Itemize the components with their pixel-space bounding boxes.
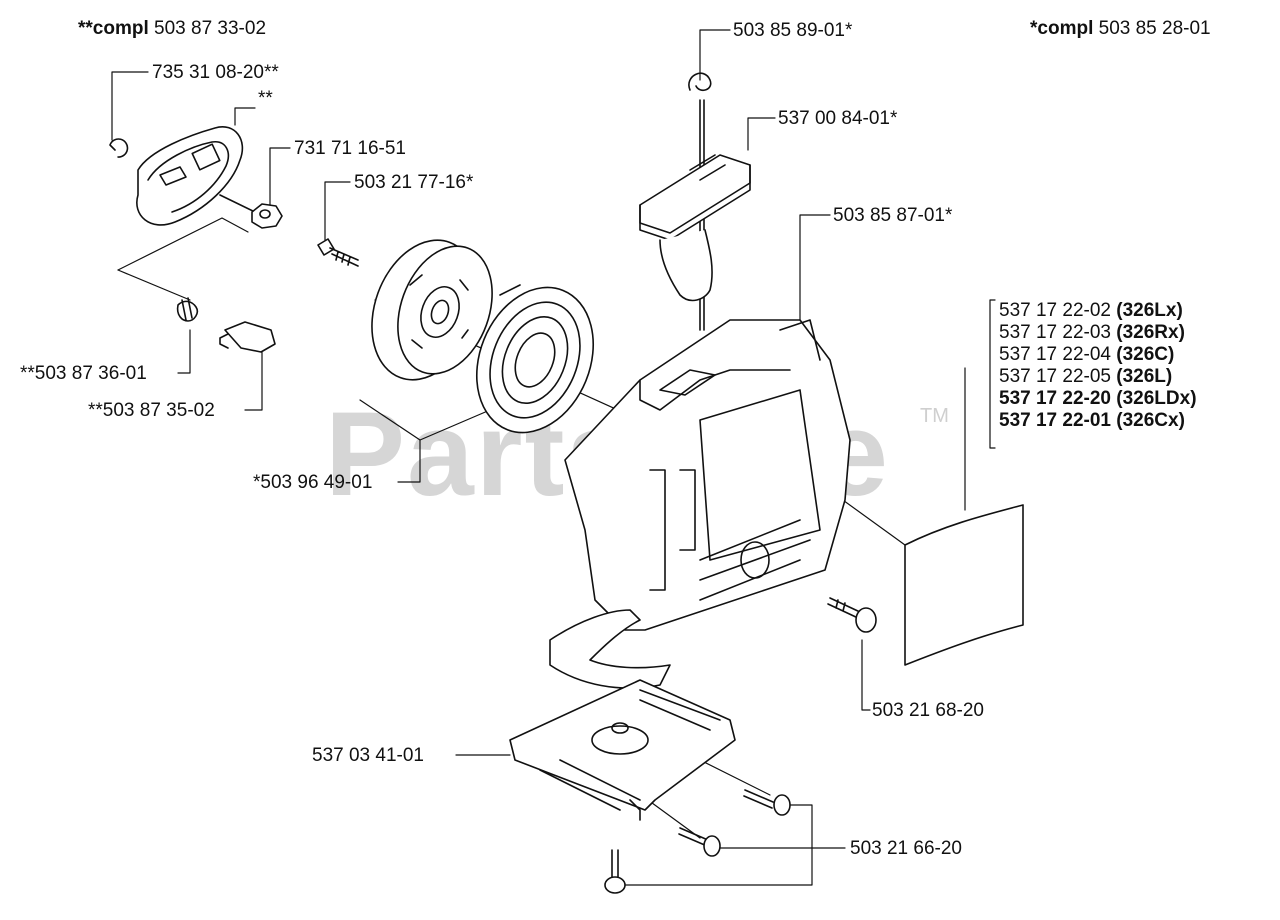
watermark-trademark: TM	[920, 405, 949, 427]
compl-right-label: *compl 503 85 28-01	[1030, 18, 1211, 40]
compl-right-number: 503 85 28-01	[1098, 18, 1211, 39]
part-label-nut[interactable]: 731 71 16-51	[294, 138, 406, 159]
base-plate-shape	[509, 679, 736, 821]
compl-left-label: **compl 503 87 33-02	[78, 18, 266, 40]
compl-left-prefix: **compl	[78, 18, 149, 39]
base-screws-shape	[604, 789, 791, 894]
decal-shape	[904, 504, 1024, 666]
decal-variant-3[interactable]: 537 17 22-04 (326C)	[999, 344, 1175, 365]
starter-handle-shape	[639, 154, 751, 302]
starter-housing-shape	[549, 319, 851, 689]
part-label-pulley-assembly[interactable]: *503 96 49-01	[253, 472, 373, 493]
pawl-spring-shape	[176, 297, 199, 322]
decal-variant-5[interactable]: 537 17 22-20 (326LDx)	[999, 388, 1197, 409]
recoil-spring-shape	[475, 284, 595, 434]
decal-variant-1[interactable]: 537 17 22-02 (326Lx)	[999, 300, 1183, 321]
decal-variant-4[interactable]: 537 17 22-05 (326L)	[999, 366, 1173, 387]
decal-variant-6[interactable]: 537 17 22-01 (326Cx)	[999, 410, 1185, 431]
part-label-pawl[interactable]: **503 87 35-02	[88, 400, 215, 421]
screw-shape	[317, 238, 359, 267]
part-label-pawl-spring[interactable]: **503 87 36-01	[20, 363, 147, 384]
decal-variant-list: 537 17 22-02 (326Lx) 537 17 22-03 (326Rx…	[999, 300, 1197, 432]
part-label-rope[interactable]: 503 85 89-01*	[733, 20, 853, 41]
pawl-shape	[219, 321, 276, 353]
compl-right-prefix: *compl	[1030, 18, 1094, 39]
housing-screw-shape	[827, 597, 877, 633]
decal-variant-2[interactable]: 537 17 22-03 (326Rx)	[999, 322, 1185, 343]
part-label-pulley-screw[interactable]: 503 21 77-16*	[354, 172, 474, 193]
circlip-shape	[109, 138, 129, 158]
compl-left-number: 503 87 33-02	[154, 18, 267, 39]
nut-shape	[251, 203, 283, 229]
part-label-base-screws[interactable]: 503 21 66-20	[850, 838, 962, 859]
part-label-housing-screw[interactable]: 503 21 68-20	[872, 700, 984, 721]
rope-pulley-shape	[371, 239, 493, 381]
part-label-circlip[interactable]: 735 31 08-20**	[152, 62, 279, 83]
part-label-housing[interactable]: 503 85 87-01*	[833, 205, 953, 226]
part-label-handle[interactable]: 537 00 84-01*	[778, 108, 898, 129]
starter-cover-shape	[136, 126, 256, 226]
part-label-cover-note: **	[258, 88, 273, 109]
part-label-base-plate[interactable]: 537 03 41-01	[312, 745, 424, 766]
